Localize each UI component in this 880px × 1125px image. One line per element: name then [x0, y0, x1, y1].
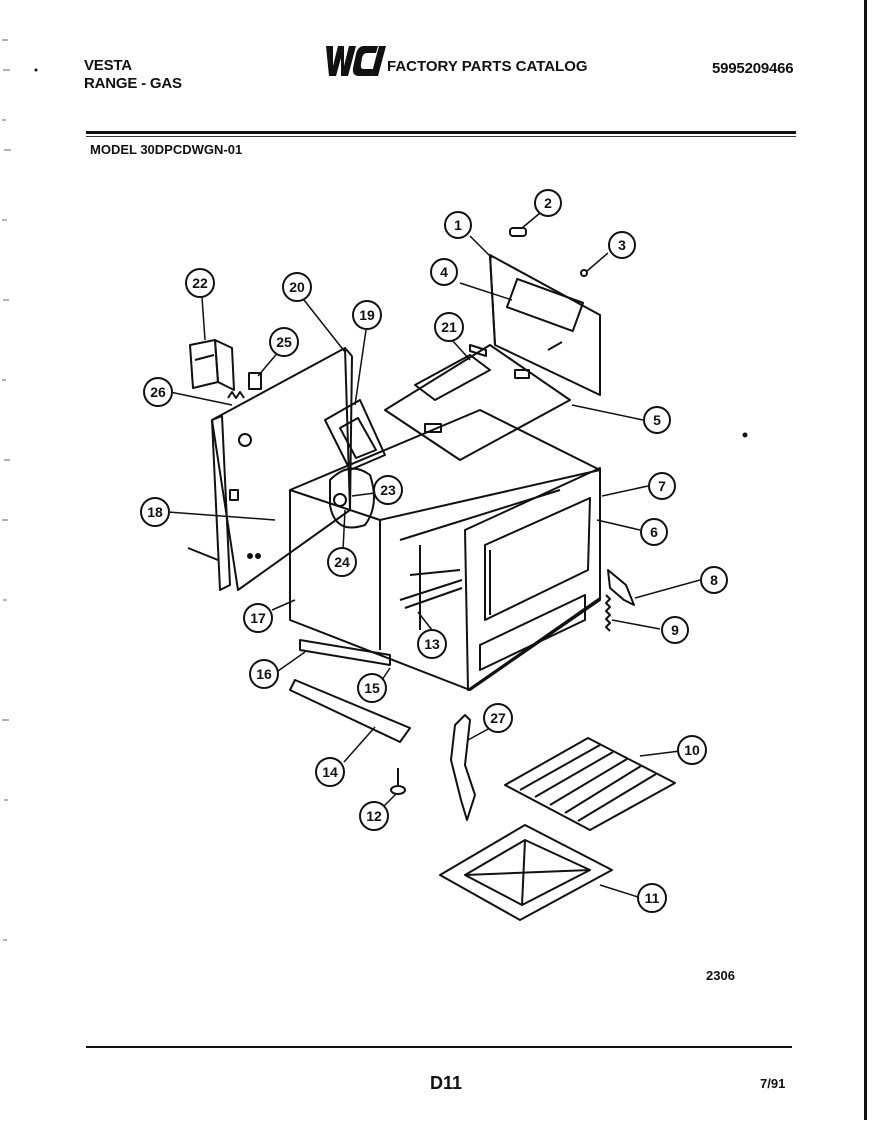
svg-text:9: 9	[671, 622, 679, 638]
svg-text:21: 21	[441, 319, 457, 335]
callout-15: 15	[357, 673, 387, 703]
part-9-spring	[605, 594, 611, 632]
svg-text:27: 27	[490, 710, 506, 726]
callout-2: 2	[534, 189, 562, 217]
svg-text:23: 23	[380, 482, 396, 498]
svg-text:20: 20	[289, 279, 305, 295]
callout-27: 27	[483, 703, 513, 733]
catalog-number: 5995209466	[712, 60, 794, 77]
catalog-title: FACTORY PARTS CATALOG	[387, 58, 588, 75]
svg-text:17: 17	[250, 610, 266, 626]
leader-lines	[167, 212, 701, 898]
brand-name: VESTA	[84, 57, 132, 74]
callout-14: 14	[315, 757, 345, 787]
callout-8: 8	[700, 566, 728, 594]
callout-3: 3	[608, 231, 636, 259]
part-11-broiler-pan	[439, 824, 613, 921]
stray-mark	[742, 432, 748, 438]
part-27-bracket	[450, 714, 476, 821]
part-19-vent	[324, 399, 386, 471]
part-12-leveler	[390, 768, 406, 795]
callout-26: 26	[143, 377, 173, 407]
svg-text:25: 25	[276, 334, 292, 350]
callouts: 1 2 3 4 5 6 7 8 9 10 11 12 13 14 15 16 1…	[140, 189, 728, 913]
part-8-hinge	[607, 569, 635, 606]
part-3-screw	[580, 269, 588, 277]
svg-text:3: 3	[618, 237, 626, 253]
callout-4: 4	[430, 258, 458, 286]
header-rule	[86, 131, 796, 134]
svg-text:26: 26	[150, 384, 166, 400]
svg-text:4: 4	[440, 264, 448, 280]
callout-23: 23	[373, 475, 403, 505]
callout-9: 9	[661, 616, 689, 644]
callout-25: 25	[269, 327, 299, 357]
part-16-slide	[299, 639, 391, 666]
part-25-clip	[248, 372, 262, 390]
svg-text:16: 16	[256, 666, 272, 682]
figure-number: 2306	[706, 968, 735, 983]
scan-edge-artifacts	[0, 0, 14, 1120]
callout-7: 7	[648, 472, 676, 500]
footer-rule	[86, 1046, 792, 1048]
part-22-bracket	[189, 339, 235, 391]
callout-18: 18	[140, 497, 170, 527]
model-number: MODEL 30DPCDWGN-01	[90, 142, 243, 157]
svg-text:19: 19	[359, 307, 375, 323]
callout-6: 6	[640, 518, 668, 546]
page-border	[864, 0, 867, 1120]
print-date: 7/91	[760, 1076, 786, 1091]
svg-text:8: 8	[710, 572, 718, 588]
callout-11: 11	[637, 883, 667, 913]
part-26-spring	[227, 391, 245, 399]
svg-text:13: 13	[424, 636, 440, 652]
svg-text:12: 12	[366, 808, 382, 824]
part-10-rack	[504, 737, 676, 831]
svg-text:10: 10	[684, 742, 700, 758]
svg-text:2: 2	[544, 195, 552, 211]
wci-logo	[320, 44, 386, 83]
svg-text:22: 22	[192, 275, 208, 291]
part-2-clip	[509, 227, 527, 237]
callout-13: 13	[417, 629, 447, 659]
svg-text:6: 6	[650, 524, 658, 540]
svg-text:7: 7	[658, 478, 666, 494]
svg-text:11: 11	[645, 890, 660, 906]
stray-mark	[34, 68, 38, 72]
part-1-top-box	[384, 254, 601, 461]
svg-text:24: 24	[334, 554, 350, 570]
callout-19: 19	[352, 300, 382, 330]
svg-text:15: 15	[364, 680, 380, 696]
callout-24: 24	[327, 547, 357, 577]
part-6-door	[464, 467, 601, 691]
page-id: D11	[430, 1073, 463, 1093]
svg-text:1: 1	[454, 217, 462, 233]
svg-text:18: 18	[147, 504, 163, 520]
callout-17: 17	[243, 603, 273, 633]
header-rule-thin	[86, 136, 796, 137]
callout-1: 1	[444, 211, 472, 239]
oven-cavity	[289, 409, 601, 691]
callout-20: 20	[282, 272, 312, 302]
part-14-rail	[289, 679, 411, 743]
svg-text:14: 14	[322, 764, 338, 780]
callout-5: 5	[643, 406, 671, 434]
callout-22: 22	[185, 268, 215, 298]
svg-text:5: 5	[653, 412, 661, 428]
callout-10: 10	[677, 735, 707, 765]
callout-16: 16	[249, 659, 279, 689]
callout-21: 21	[434, 312, 464, 342]
product-type: RANGE - GAS	[84, 75, 182, 92]
callout-12: 12	[359, 801, 389, 831]
